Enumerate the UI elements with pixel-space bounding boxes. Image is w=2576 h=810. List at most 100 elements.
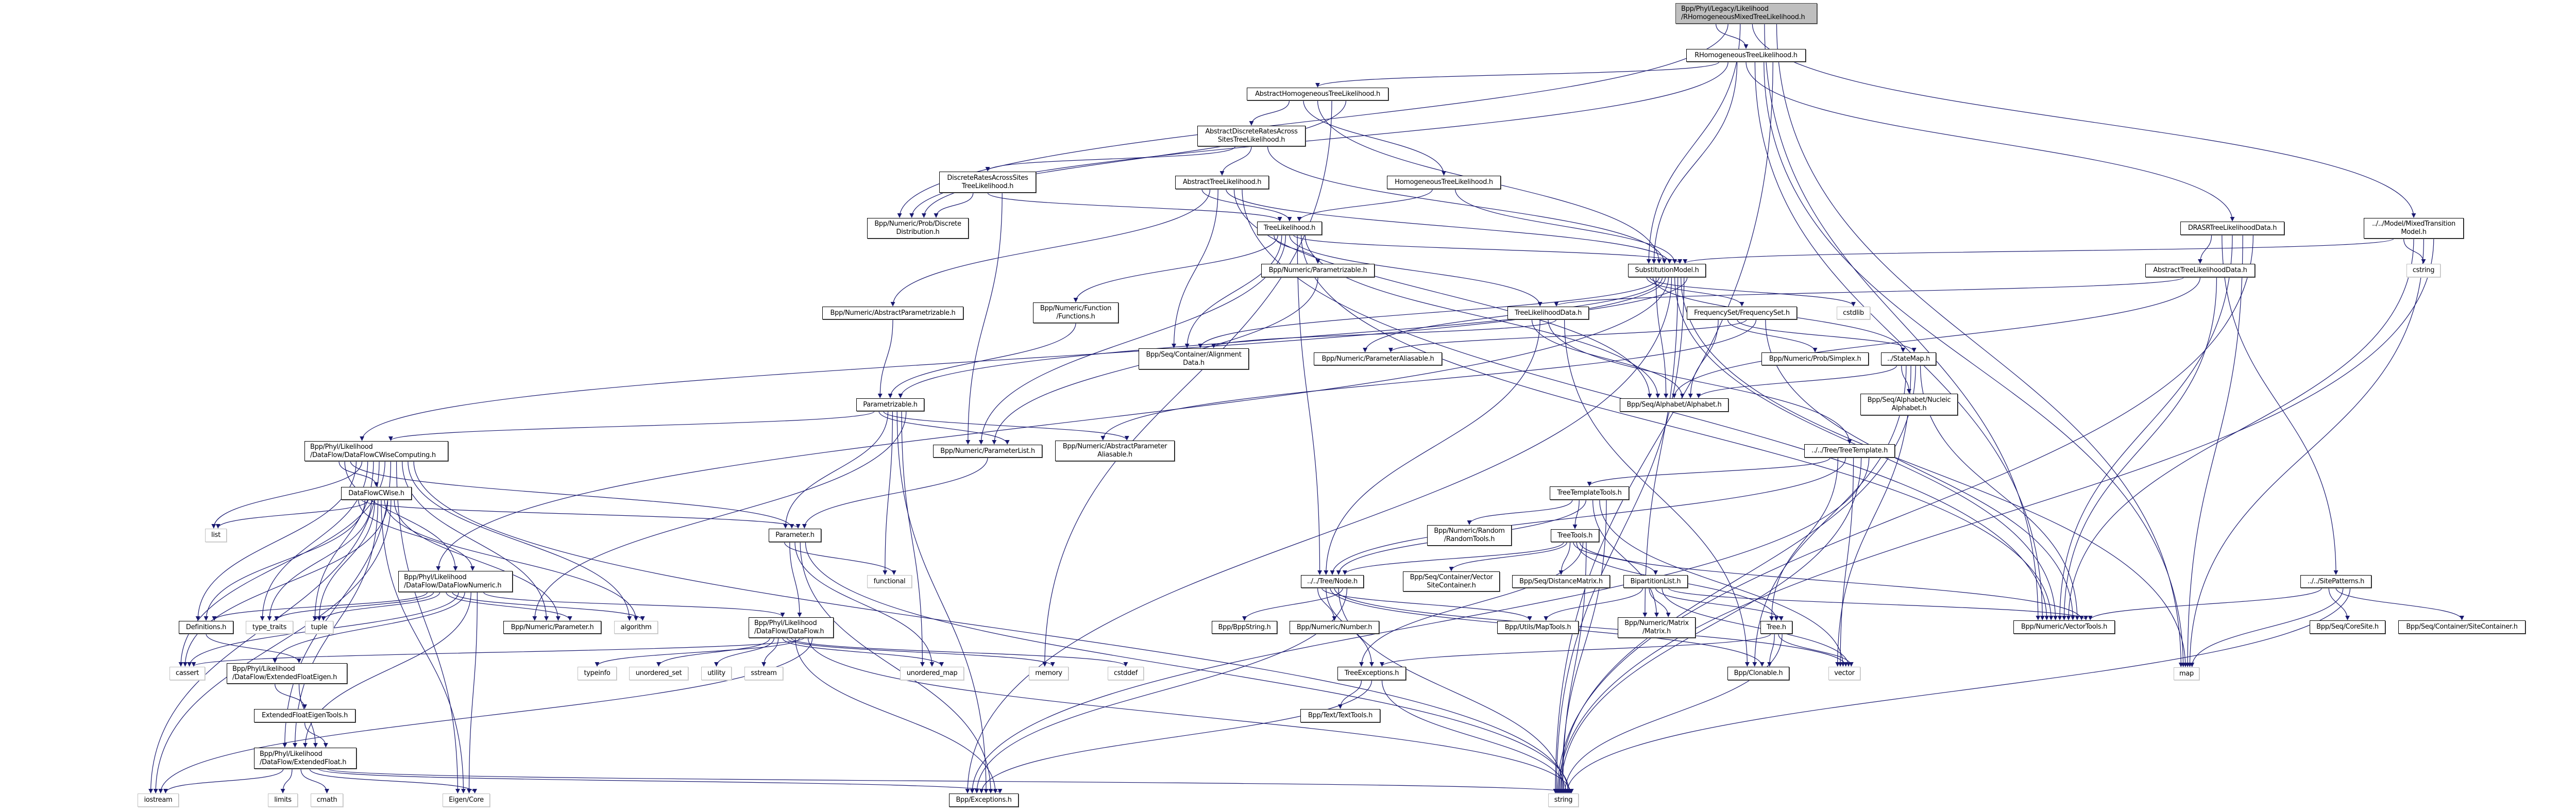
node-vector: vector <box>1828 667 1860 680</box>
node-frequencyset-frequencyset-h[interactable]: FrequencySet/FrequencySet.h <box>1687 307 1797 319</box>
node-abstracttreelikelihood-h[interactable]: AbstractTreeLikelihood.h <box>1175 176 1269 189</box>
node-rhomogeneoustreelikelihood-h[interactable]: RHomogeneousTreeLikelihood.h <box>1686 49 1806 62</box>
node-label: DiscreteRatesAcrossSites TreeLikelihood.… <box>947 174 1028 190</box>
node-abstractdiscreteratesacrosssitestreelikelihood-h[interactable]: AbstractDiscreteRatesAcross SitesTreeLik… <box>1197 126 1306 146</box>
edge-frequencyset-frequencyset-h-to-statemap-h <box>1737 319 1917 352</box>
node-drasrtreelikelihooddata-h[interactable]: DRASRTreeLikelihoodData.h <box>2180 222 2284 235</box>
node-treetools-h[interactable]: TreeTools.h <box>1551 529 1599 542</box>
node-bpp-numeric-vectortools-h[interactable]: Bpp/Numeric/VectorTools.h <box>2013 620 2115 634</box>
node-bpp-seq-distancematrix-h[interactable]: Bpp/Seq/DistanceMatrix.h <box>1512 575 1610 588</box>
node-treetemplatetools-h[interactable]: TreeTemplateTools.h <box>1550 486 1629 500</box>
node-label: Bpp/BppString.h <box>1218 623 1271 631</box>
node-abstracthomogeneoustreelikelihood-h[interactable]: AbstractHomogeneousTreeLikelihood.h <box>1247 88 1388 100</box>
node-bpp-seq-container-vectorsitecontainer-h[interactable]: Bpp/Seq/Container/Vector SiteContainer.h <box>1403 571 1500 592</box>
edge-drasrtreelikelihooddata-h-to-sitepatterns-h <box>2222 234 2338 575</box>
node-label: Bpp/Numeric/Prob/Discrete Distribution.h <box>874 220 961 236</box>
edge-bpp-numeric-function-functions-h-to-parametrizable-h <box>888 323 1076 398</box>
node-treelikelihood-h[interactable]: TreeLikelihood.h <box>1257 222 1322 235</box>
node-utility: utility <box>701 667 732 680</box>
edge-abstracthomogeneoustreelikelihood-h-to-memory <box>1042 100 1332 667</box>
node-bpp-numeric-random-randomtools-h[interactable]: Bpp/Numeric/Random /RandomTools.h <box>1427 525 1512 546</box>
node-bpp-numeric-abstractparametrizable-h[interactable]: Bpp/Numeric/AbstractParametrizable.h <box>822 307 963 319</box>
node-sstream: sstream <box>744 667 783 680</box>
node-bpp-seq-container-alignmentdata-h[interactable]: Bpp/Seq/Container/Alignment Data.h <box>1139 348 1249 369</box>
node-parametrizable-h[interactable]: Parametrizable.h <box>856 398 924 411</box>
node-bpp-numeric-number-h[interactable]: Bpp/Numeric/Number.h <box>1290 621 1379 634</box>
edge-treelikelihood-h-to-tree-node-h <box>1297 234 1323 575</box>
edge-statemap-h-to-bpp-seq-alphabet-alphabet-h <box>1696 365 1897 398</box>
node-bpp-phyl-likelihood-dataflow-dataflownumeric-h[interactable]: Bpp/Phyl/Likelihood /DataFlow/DataFlowNu… <box>398 571 513 592</box>
edge-model-mixedtransitionmodel-h-to-substitutionmodel-h <box>1683 238 2394 264</box>
edge-dataflowcwise-h-to-bpp-numeric-parameter-h <box>394 499 561 621</box>
node-bpp-numeric-prob-discretedistribution-h[interactable]: Bpp/Numeric/Prob/Discrete Distribution.h <box>867 218 969 239</box>
node-tree-h[interactable]: Tree.h <box>1760 621 1792 634</box>
node-bpp-seq-container-sitecontainer-h[interactable]: Bpp/Seq/Container/SiteContainer.h <box>2398 620 2526 634</box>
node-bpp-phyl-likelihood-dataflow-dataflowcwisecomputing-h[interactable]: Bpp/Phyl/Likelihood /DataFlow/DataFlowCW… <box>304 441 448 461</box>
node-bpp-utils-maptools-h[interactable]: Bpp/Utils/MapTools.h <box>1497 621 1579 634</box>
node-abstracttreelikelihooddata-h[interactable]: AbstractTreeLikelihoodData.h <box>2145 264 2255 277</box>
edge-definitions-h-to-bpp-phyl-likelihood-dataflow-extendedfloateigen-h <box>206 633 301 663</box>
node-discreteratesacrosssitestreelikelihood-h[interactable]: DiscreteRatesAcrossSites TreeLikelihood.… <box>939 172 1036 193</box>
edge-bpp-phyl-likelihood-dataflow-dataflowcwisecomputing-h-to-algorithm <box>408 461 632 621</box>
node-label: Bpp/Seq/Container/Vector SiteContainer.h <box>1410 573 1493 589</box>
node-bpp-numeric-abstractparameteraliasable-h[interactable]: Bpp/Numeric/AbstractParameter Aliasable.… <box>1055 441 1175 461</box>
node-treeexceptions-h[interactable]: TreeExceptions.h <box>1337 667 1406 680</box>
node-label: DRASRTreeLikelihoodData.h <box>2188 224 2277 232</box>
node-bpp-exceptions-h[interactable]: Bpp/Exceptions.h <box>949 794 1019 807</box>
node-bpp-numeric-parametrizable-h[interactable]: Bpp/Numeric/Parametrizable.h <box>1261 264 1375 277</box>
node-tree-treetemplate-h[interactable]: ../../Tree/TreeTemplate.h <box>1804 444 1895 458</box>
node-label: ../../Tree/TreeTemplate.h <box>1811 447 1888 454</box>
node-extendedfloateigentools-h[interactable]: ExtendedFloatEigenTools.h <box>254 709 355 722</box>
node-bpp-clonable-h[interactable]: Bpp/Clonable.h <box>1727 667 1789 680</box>
node-string: string <box>1548 794 1579 807</box>
edge-abstracttreelikelihood-h-to-substitutionmodel-h <box>1226 189 1672 264</box>
node-bpp-phyl-likelihood-dataflow-extendedfloat-h[interactable]: Bpp/Phyl/Likelihood /DataFlow/ExtendedFl… <box>254 748 357 769</box>
node-bpp-numeric-parameter-h[interactable]: Bpp/Numeric/Parameter.h <box>503 621 601 634</box>
edge-discreteratesacrosssitestreelikelihood-h-to-treelikelihood-h <box>987 192 1282 222</box>
node-bpp-numeric-function-functions-h[interactable]: Bpp/Numeric/Function /Functions.h <box>1033 302 1118 323</box>
node-bpp-text-texttools-h[interactable]: Bpp/Text/TextTools.h <box>1300 709 1380 722</box>
edge-parametrizable-h-to-bpp-exceptions-h <box>896 411 989 794</box>
node-label: BipartitionList.h <box>1630 577 1681 585</box>
node-dataflowcwise-h[interactable]: DataFlowCWise.h <box>341 487 412 500</box>
node-model-mixedtransitionmodel-h[interactable]: ../../Model/MixedTransition Model.h <box>2364 218 2464 239</box>
edge-abstracthomogeneoustreelikelihood-h-to-homogeneoustreelikelihood-h <box>1303 100 1446 176</box>
node-label: vector <box>1834 669 1855 677</box>
node-bpp-phyl-legacy-likelihood-rhomogeneousmixedtreelikelihood-h[interactable]: Bpp/Phyl/Legacy/Likelihood /RHomogeneous… <box>1675 3 1817 24</box>
node-bpp-bppstring-h[interactable]: Bpp/BppString.h <box>1212 621 1277 634</box>
node-bpp-numeric-parameterlist-h[interactable]: Bpp/Numeric/ParameterList.h <box>933 445 1042 458</box>
node-statemap-h[interactable]: ../StateMap.h <box>1881 352 1936 365</box>
edge-dataflowcwise-h-to-definitions-h <box>204 499 365 621</box>
node-bpp-numeric-matrix-matrix-h[interactable]: Bpp/Numeric/Matrix /Matrix.h <box>1618 617 1696 638</box>
edge-bpp-phyl-likelihood-dataflow-dataflowcwisecomputing-h-to-bpp-phyl-likelihood-dataflow-dataflownumeric-h <box>344 461 458 571</box>
edge-frequencyset-frequencyset-h-to-bpp-numeric-abstractparameteraliasable-h <box>1100 319 1757 441</box>
node-label: Tree.h <box>1767 623 1786 631</box>
edge-bpp-phyl-likelihood-dataflow-dataflow-h-to-cassert <box>191 637 804 667</box>
node-bipartitionlist-h[interactable]: BipartitionList.h <box>1623 575 1688 588</box>
node-bpp-seq-coresite-h[interactable]: Bpp/Seq/CoreSite.h <box>2310 620 2385 634</box>
node-treelikelihooddata-h[interactable]: TreeLikelihoodData.h <box>1507 307 1589 319</box>
node-definitions-h[interactable]: Definitions.h <box>179 621 233 634</box>
node-sitepatterns-h[interactable]: ../../SitePatterns.h <box>2300 575 2371 588</box>
node-bpp-phyl-likelihood-dataflow-extendedfloateigen-h[interactable]: Bpp/Phyl/Likelihood /DataFlow/ExtendedFl… <box>227 663 347 684</box>
node-label: Bpp/Phyl/Likelihood /DataFlow/DataFlowCW… <box>310 443 436 459</box>
node-bpp-seq-alphabet-alphabet-h[interactable]: Bpp/Seq/Alphabet/Alphabet.h <box>1620 398 1728 412</box>
node-homogeneoustreelikelihood-h[interactable]: HomogeneousTreeLikelihood.h <box>1387 176 1501 189</box>
node-label: ../StateMap.h <box>1887 355 1930 363</box>
node-parameter-h[interactable]: Parameter.h <box>769 529 821 542</box>
node-tree-node-h[interactable]: ../../Tree/Node.h <box>1301 575 1364 588</box>
node-bpp-numeric-parameteraliasable-h[interactable]: Bpp/Numeric/ParameterAliasable.h <box>1314 352 1442 365</box>
edge-parametrizable-h-to-bpp-numeric-parameterlist-h <box>878 411 1010 445</box>
edge-bpp-phyl-legacy-likelihood-rhomogeneousmixedtreelikelihood-h-to-map <box>1776 23 2183 667</box>
node-bpp-numeric-prob-simplex-h[interactable]: Bpp/Numeric/Prob/Simplex.h <box>1761 352 1869 365</box>
node-substitutionmodel-h[interactable]: SubstitutionModel.h <box>1628 264 1706 277</box>
node-label: TreeExceptions.h <box>1344 669 1399 677</box>
node-bpp-seq-alphabet-nucleicalphabet-h[interactable]: Bpp/Seq/Alphabet/Nucleic Alphabet.h <box>1860 394 1958 415</box>
edge-dataflowcwise-h-to-tuple <box>317 499 375 621</box>
node-bpp-phyl-likelihood-dataflow-dataflow-h[interactable]: Bpp/Phyl/Likelihood /DataFlow/DataFlow.h <box>749 617 834 638</box>
edge-parametrizable-h-to-parameter-h <box>783 411 889 529</box>
node-label: tuple <box>311 623 328 631</box>
node-label: AbstractDiscreteRatesAcross SitesTreeLik… <box>1205 128 1298 144</box>
node-label: AbstractHomogeneousTreeLikelihood.h <box>1255 90 1380 98</box>
edge-treetools-h-to-bpp-seq-distancematrix-h <box>1558 542 1571 575</box>
